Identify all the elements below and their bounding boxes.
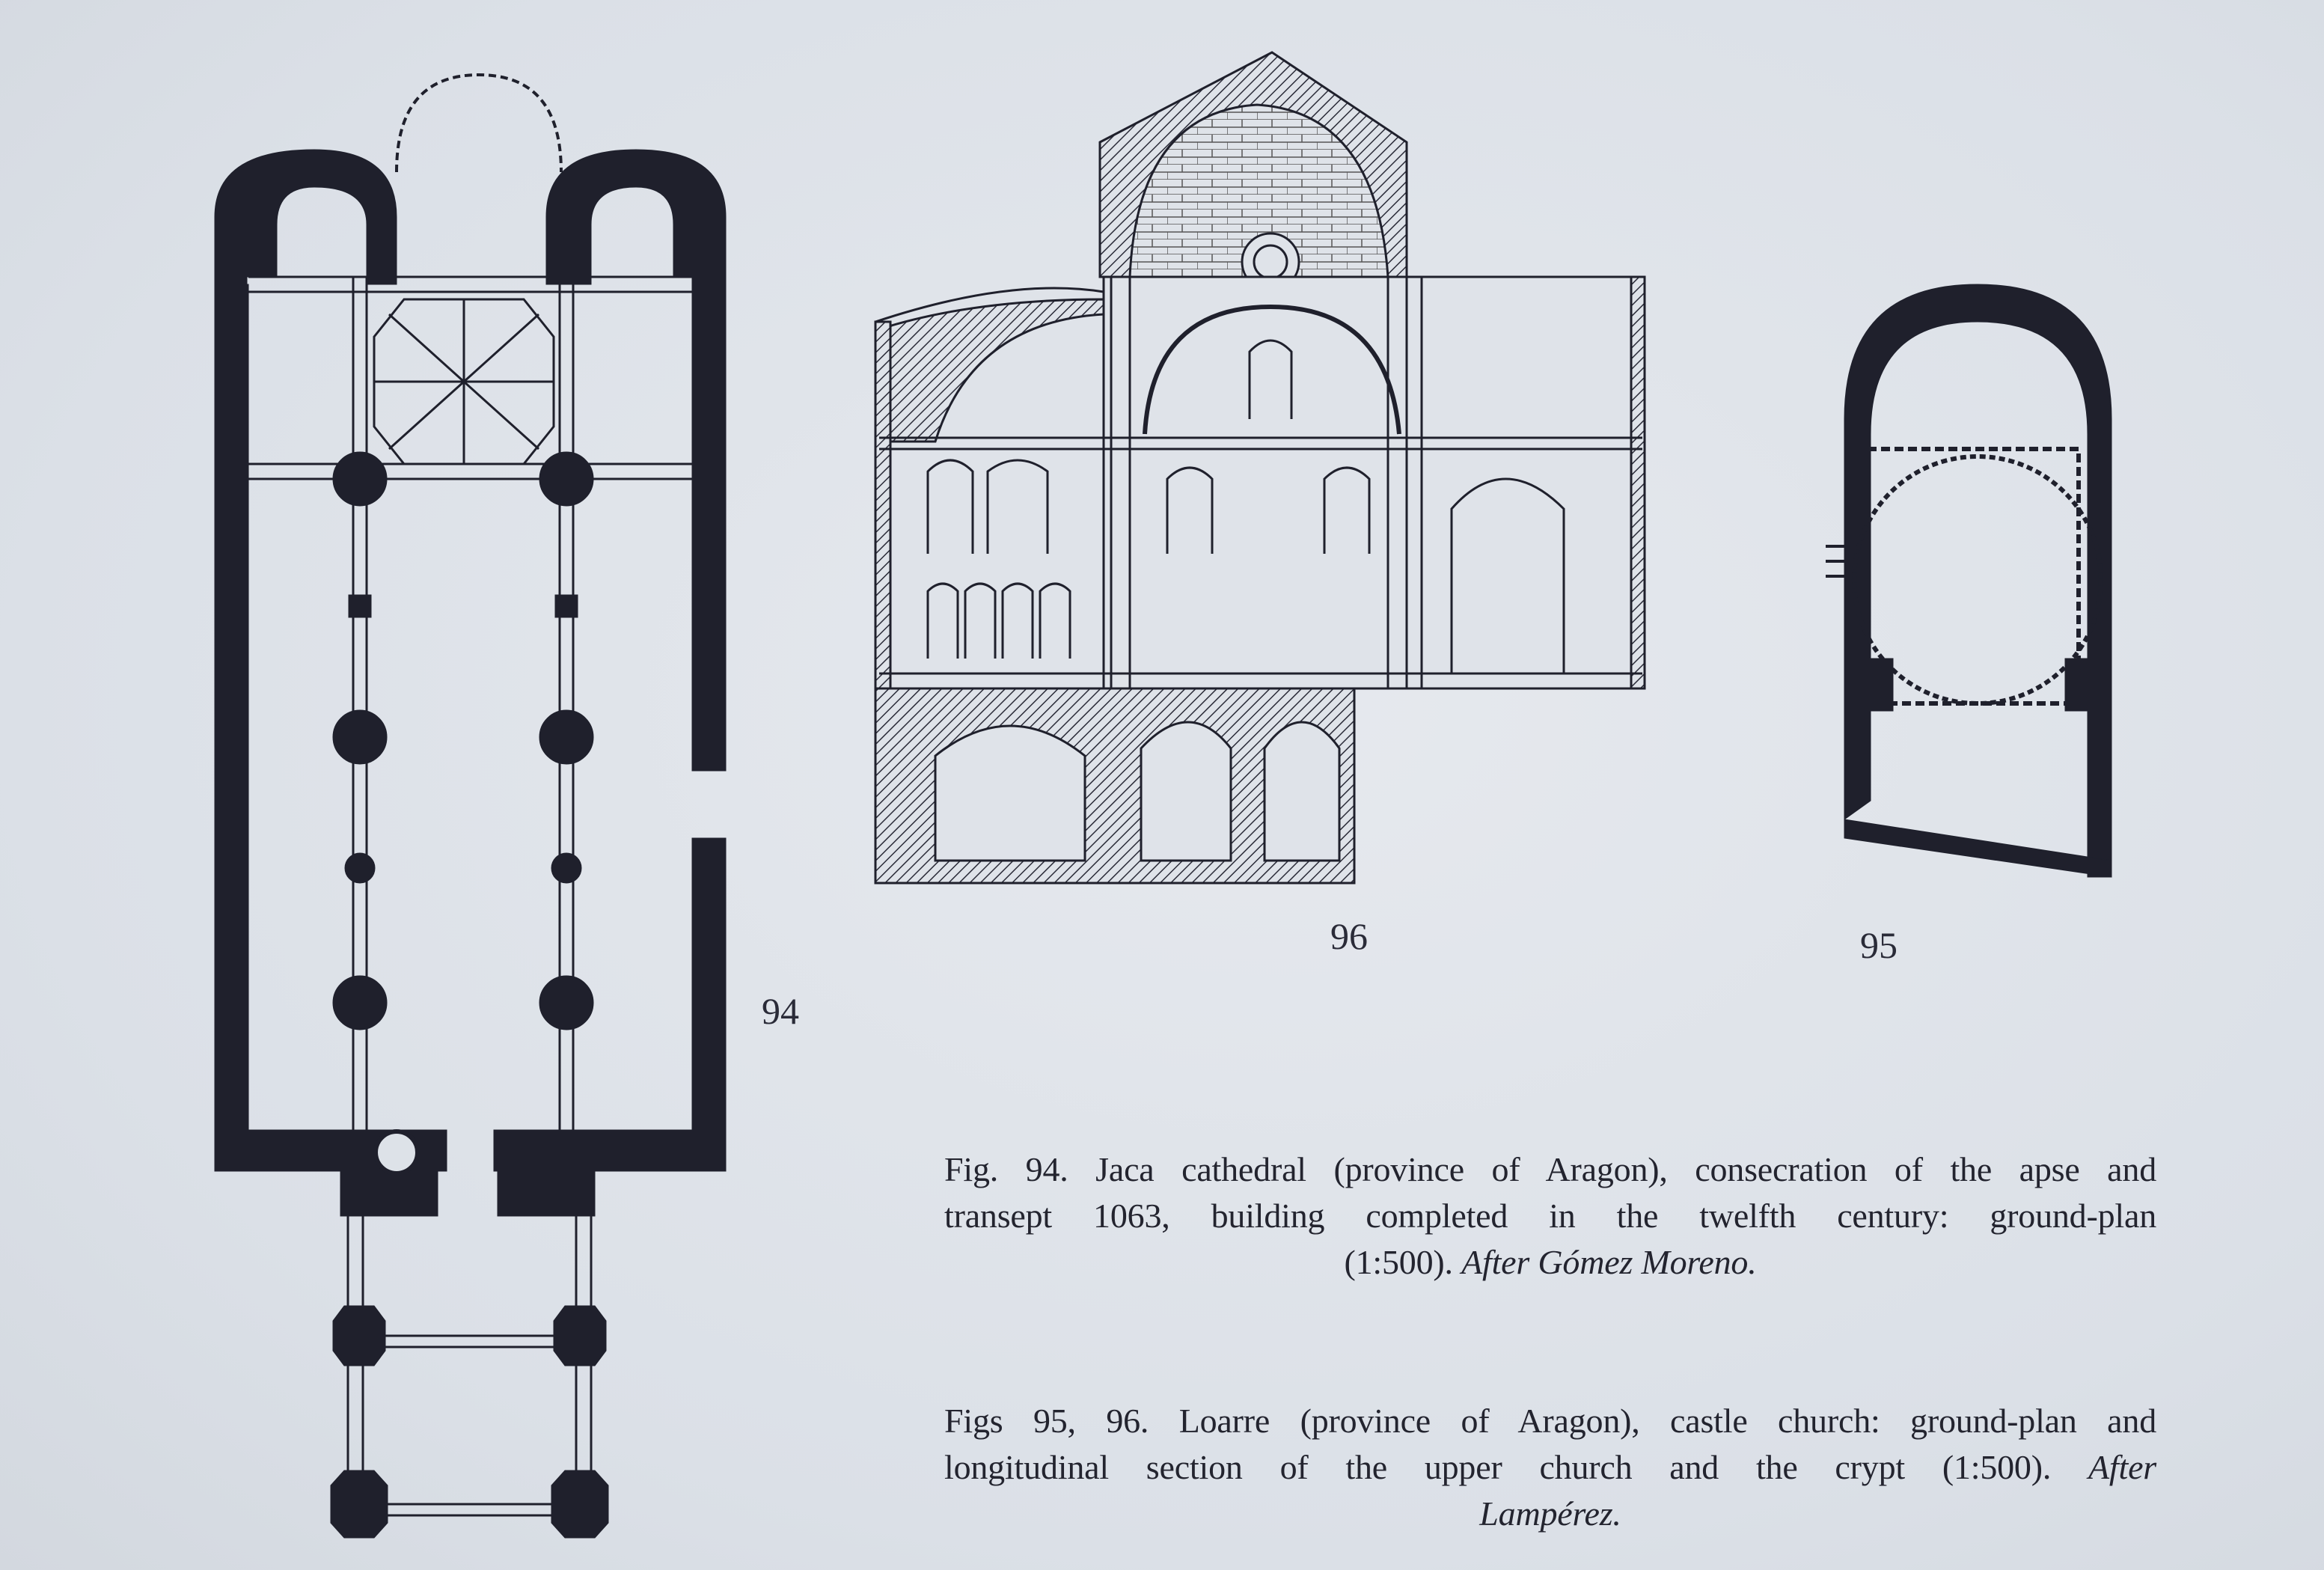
crossing-arch xyxy=(1143,304,1401,435)
central-apse-outline xyxy=(395,73,563,173)
stair-turret xyxy=(373,1129,420,1176)
fig95-ground-plan xyxy=(1826,284,2112,878)
caption-fig94-scale: (1:500). xyxy=(1344,1243,1462,1281)
caption-fig95-96-after: After xyxy=(2088,1448,2156,1486)
apse-and-walls xyxy=(1844,284,2112,878)
right-wall-upper xyxy=(691,284,727,772)
right-wall-lower xyxy=(691,837,727,1172)
caption-fig94-line1: Fig. 94. Jaca cathedral (province of Ara… xyxy=(944,1150,2156,1188)
caption-fig95-96-text: longitudinal section of the upper church… xyxy=(944,1448,2089,1486)
caption-fig95-96: Figs 95, 96. Loarre (province of Aragon)… xyxy=(944,1398,2156,1537)
fig94-number: 94 xyxy=(762,990,799,1032)
columns xyxy=(1110,277,1423,688)
caption-fig94-credit: After Gómez Moreno. xyxy=(1461,1243,1757,1281)
caption-fig94-line2: transept 1063, building completed in the… xyxy=(944,1197,2156,1235)
caption-fig95-96-line2: longitudinal section of the upper church… xyxy=(944,1444,2156,1491)
windows xyxy=(926,339,1565,673)
fig96-number: 96 xyxy=(1330,915,1368,957)
piers xyxy=(330,451,609,1539)
fig95-number: 95 xyxy=(1860,924,1898,966)
crossing-vault xyxy=(373,298,555,465)
caption-fig95-96-line3: Lampérez. xyxy=(944,1491,2156,1537)
fig96-section xyxy=(874,51,1646,885)
left-wall xyxy=(214,284,249,1172)
arcade-lines xyxy=(248,275,692,1534)
right-apse xyxy=(545,149,727,300)
south-wall xyxy=(1844,819,2112,878)
caption-fig95-96-line1: Figs 95, 96. Loarre (province of Aragon)… xyxy=(944,1402,2156,1440)
dome xyxy=(1128,103,1389,278)
west-tower-right xyxy=(497,1129,596,1217)
caption-fig95-96-credit: Lampérez. xyxy=(1479,1494,1621,1533)
crypt-arches xyxy=(934,721,1341,862)
fig94-ground-plan xyxy=(214,73,727,1539)
dome-circle xyxy=(1852,454,2103,706)
caption-fig94-line3: (1:500). After Gómez Moreno. xyxy=(944,1239,2156,1286)
left-apse xyxy=(214,149,397,300)
caption-fig94: Fig. 94. Jaca cathedral (province of Ara… xyxy=(944,1146,2156,1286)
